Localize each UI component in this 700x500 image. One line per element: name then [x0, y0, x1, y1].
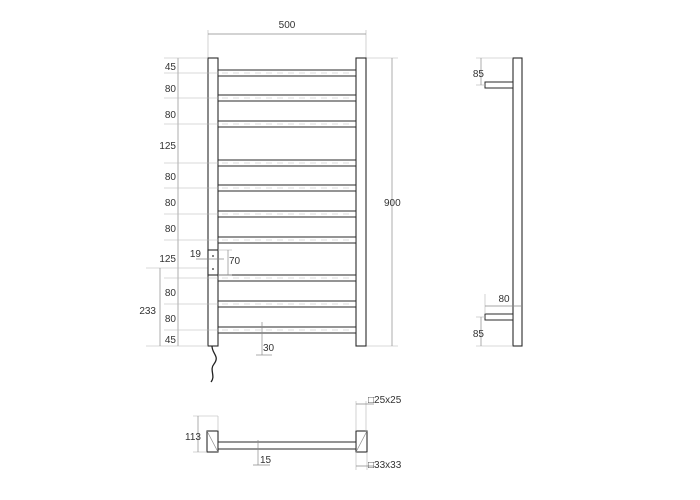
bracket-height-label: 70	[229, 256, 241, 267]
height-label: 900	[384, 198, 401, 209]
top-depth-label: 113	[185, 432, 201, 443]
spacing-label: 80	[165, 84, 177, 95]
spacing-label: 80	[165, 198, 177, 209]
spacing-extension-lines	[146, 57, 218, 347]
spacing-label: 80	[165, 110, 177, 121]
bracket-dot	[212, 255, 214, 257]
spacing-label: 80	[165, 288, 177, 299]
lower-section-label: 233	[139, 306, 156, 317]
spacing-label: 45	[165, 62, 177, 73]
rail-label: 15	[260, 455, 272, 466]
pipe-label: 30	[263, 343, 275, 354]
right-post	[355, 57, 367, 347]
depth-label: 80	[498, 294, 510, 305]
spacing-label: 80	[165, 314, 177, 325]
front-view: 500 900	[139, 20, 401, 383]
bracket-dot	[212, 268, 214, 270]
side-view: 85 80 85	[473, 57, 523, 347]
top-rail	[217, 441, 357, 450]
spacing-labels: 45 80 80 125 80 80 80 125 80 80 45	[159, 62, 176, 346]
post-profile-label: □25x25	[368, 395, 402, 406]
bottom-offset-label: 85	[473, 329, 485, 340]
bracket-width-label: 19	[190, 249, 202, 260]
side-bottom-rung	[484, 313, 514, 321]
spacing-label: 45	[165, 335, 177, 346]
left-post	[207, 57, 219, 347]
spacing-label: 125	[159, 141, 176, 152]
top-view: 113 15 □25x25 □33x33	[185, 395, 402, 471]
power-cable	[210, 345, 217, 383]
spacing-label: 125	[159, 254, 176, 265]
spacing-label: 80	[165, 172, 177, 183]
top-offset-label: 85	[473, 69, 485, 80]
side-post	[512, 57, 523, 347]
mounting-bracket	[207, 249, 219, 276]
spacing-label: 80	[165, 224, 177, 235]
rail-profile-label: □33x33	[368, 460, 402, 471]
side-top-rung	[484, 81, 514, 89]
width-label: 500	[279, 20, 296, 31]
rungs	[217, 69, 357, 334]
